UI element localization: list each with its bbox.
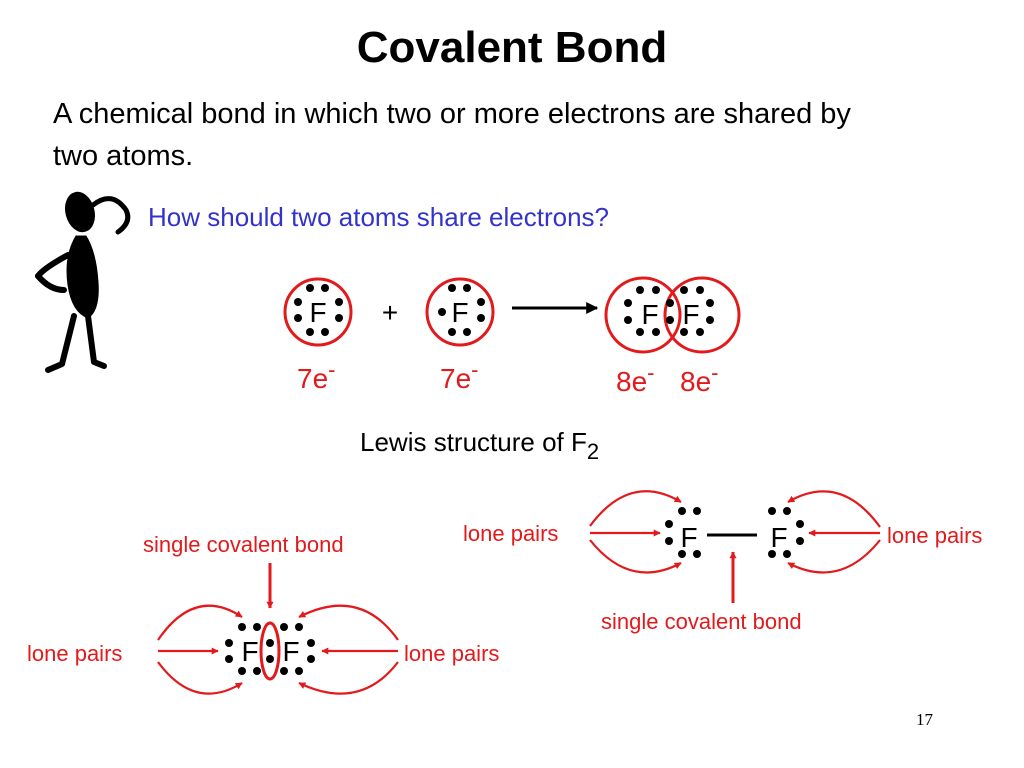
slide-title: Covalent Bond xyxy=(357,23,667,72)
fluorine-atom-right: F xyxy=(425,277,495,347)
atom-symbol: F xyxy=(770,522,787,553)
atom-symbol: F xyxy=(451,297,468,328)
atom-symbol: F xyxy=(282,636,299,667)
lone-pairs-label-bottom-right: lone pairs xyxy=(404,641,499,666)
fluorine-molecule: F F xyxy=(604,276,741,354)
lone-pair-arrows-right xyxy=(589,490,881,574)
thinking-figure-icon xyxy=(35,191,131,373)
single-bond-label-right: single covalent bond xyxy=(601,609,802,634)
electron-count-bonded-right: 8e- xyxy=(680,360,718,397)
lone-pairs-label-top-left: lone pairs xyxy=(463,521,558,546)
fluorine-atom-left: F xyxy=(283,277,353,347)
single-bond-label-left: single covalent bond xyxy=(143,532,344,557)
atom-symbol: F xyxy=(641,299,658,330)
lewis-structure-dot-bond: F F xyxy=(225,621,315,681)
definition-line-1: A chemical bond in which two or more ele… xyxy=(53,98,851,130)
atom-symbol: F xyxy=(680,522,697,553)
electron-count-left: 7e- xyxy=(297,357,335,394)
atom-symbol: F xyxy=(241,636,258,667)
lewis-structure-line-bond: F F xyxy=(665,507,804,558)
atom-symbol: F xyxy=(309,297,326,328)
atom-symbol: F xyxy=(682,299,699,330)
lone-pairs-label-bottom-left: lone pairs xyxy=(27,641,122,666)
question-text: How should two atoms share electrons? xyxy=(148,202,609,232)
lone-pairs-label-top-right: lone pairs xyxy=(887,523,982,548)
definition-line-2: two atoms. xyxy=(53,140,193,172)
electron-count-right: 7e- xyxy=(440,357,478,394)
lewis-structure-caption: Lewis structure of F2 xyxy=(360,427,599,464)
plus-sign: + xyxy=(382,297,398,328)
lone-pair-arrows-left xyxy=(157,604,399,695)
electron-count-bonded-left: 8e- xyxy=(616,360,654,397)
page-number: 17 xyxy=(916,710,934,729)
